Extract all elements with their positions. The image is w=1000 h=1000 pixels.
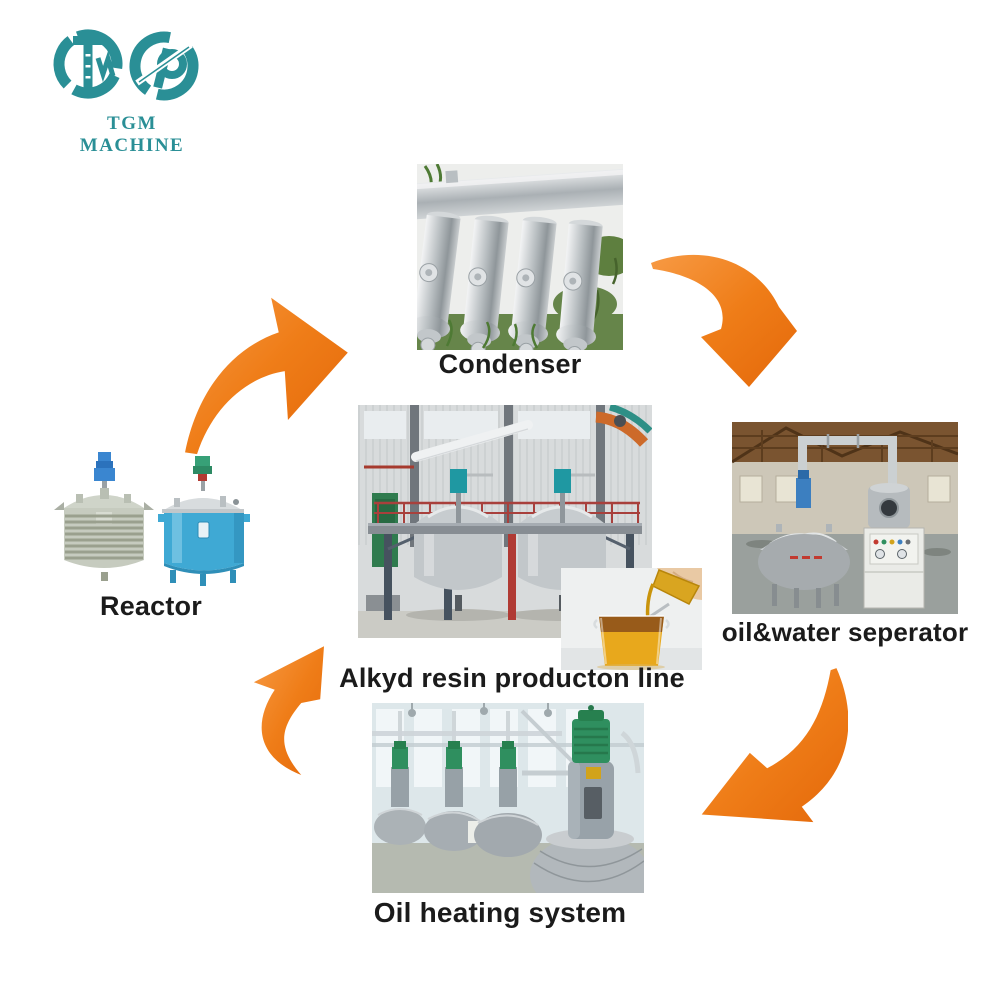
arrow-separator-to-heating-icon: [701, 668, 848, 823]
separator-label: oil&water seperator: [721, 617, 969, 647]
arrow-condenser-to-separator-icon: [651, 254, 797, 387]
node-reactor: [52, 452, 257, 590]
arrow-reactor-to-condenser-icon: [185, 297, 348, 455]
brand-logo: TGM MACHINE: [50, 24, 220, 157]
node-condenser: [417, 164, 623, 350]
condenser-photo: [417, 164, 623, 350]
resin-sample-inset-photo: [561, 568, 702, 670]
heating-system-photo: [372, 703, 644, 893]
node-separator: [732, 422, 958, 614]
node-production-line: [358, 405, 702, 670]
tgm-emblem-icon: [53, 29, 199, 101]
separator-photo: [732, 422, 958, 614]
production-line-label: Alkyd resin producton line: [339, 663, 685, 693]
reactor-label: Reactor: [100, 591, 202, 621]
condenser-label: Condenser: [438, 349, 582, 379]
arrow-heating-to-reactor-icon: [253, 646, 324, 776]
node-heating: [372, 703, 644, 893]
brand-name: TGM MACHINE: [79, 113, 185, 156]
heating-label: Oil heating system: [373, 897, 627, 928]
reactor-photo: [54, 452, 250, 586]
